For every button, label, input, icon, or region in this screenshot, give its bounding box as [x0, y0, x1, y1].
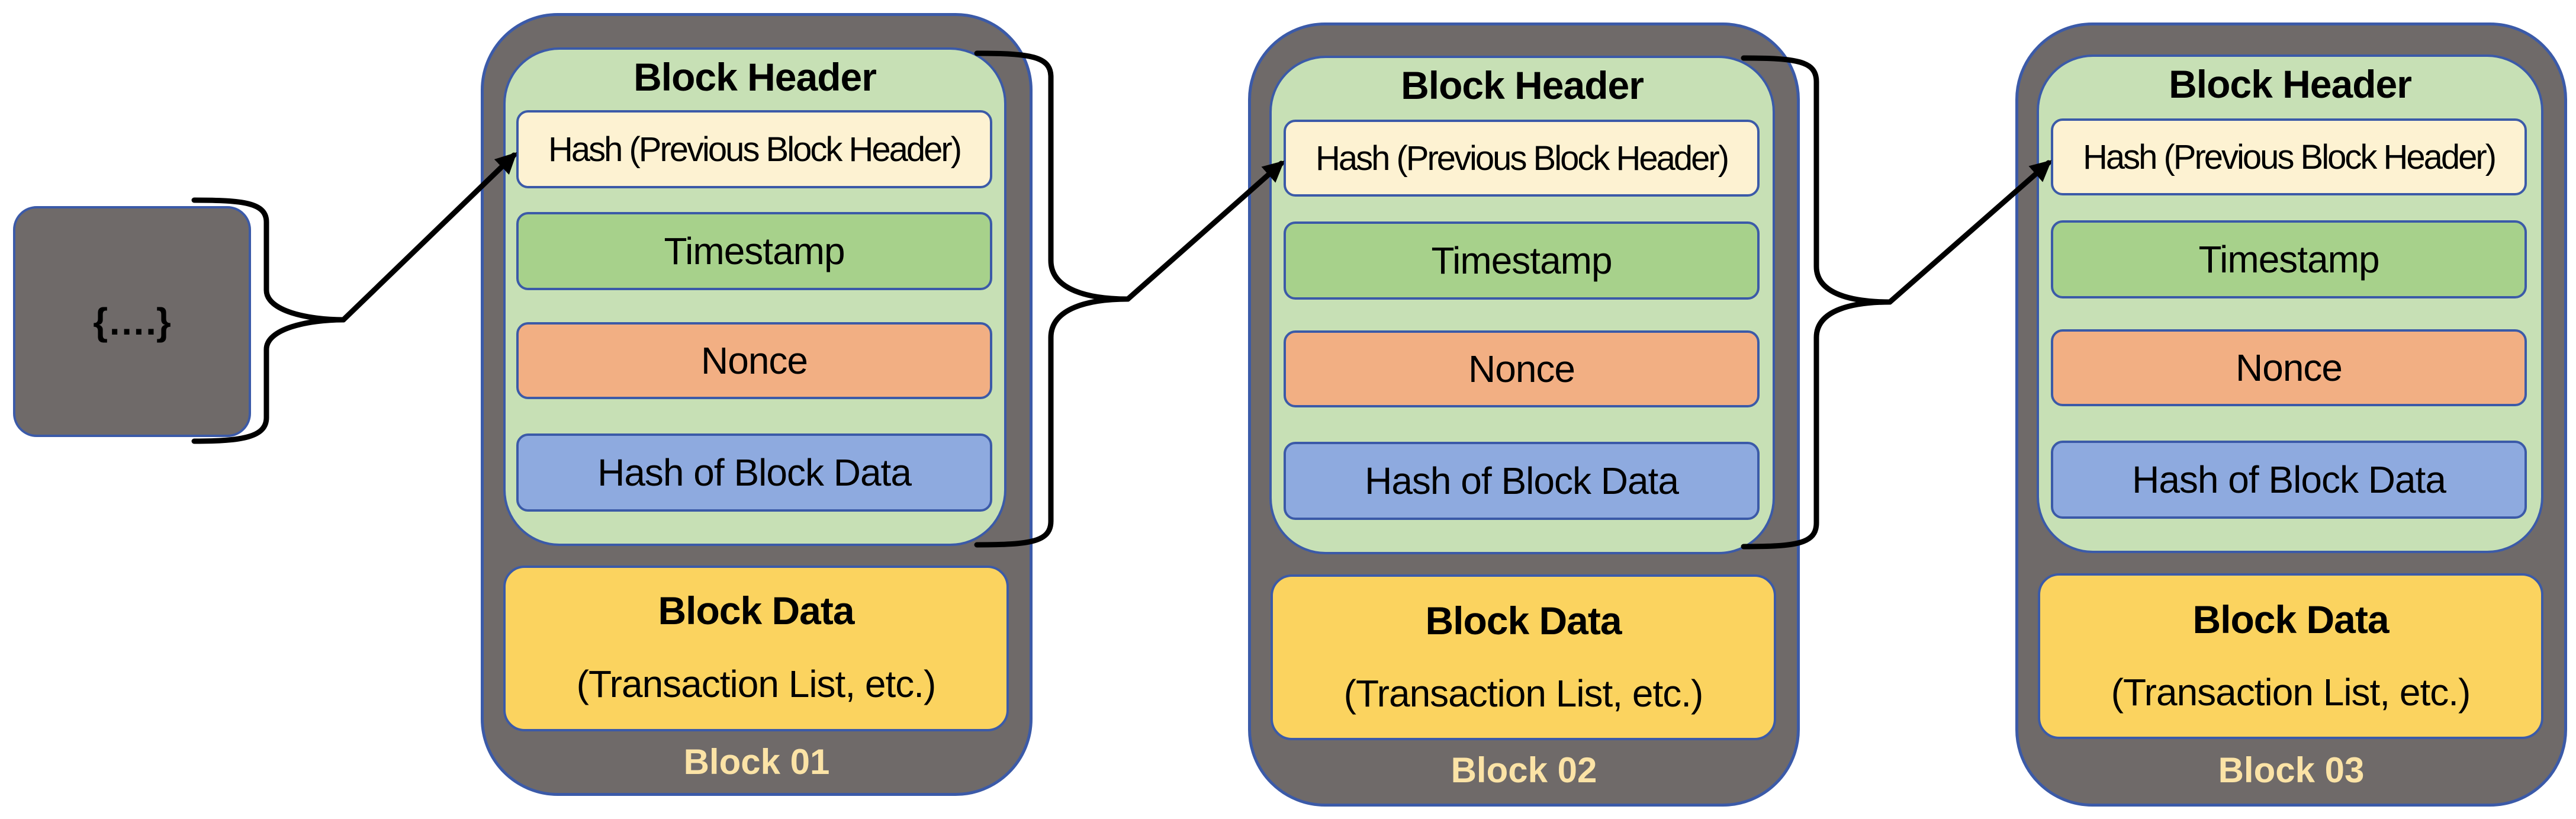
brace-block-02-header [1741, 55, 1893, 550]
block-01-data-hash-field: Hash of Block Data [516, 433, 992, 512]
block-03-header-title: Block Header [2169, 62, 2412, 106]
block-03-nonce-field: Nonce [2051, 329, 2527, 406]
block-02-data-box [1271, 574, 1776, 740]
brace-block-01-header [974, 50, 1131, 548]
block-02-prev-hash-field: Hash (Previous Block Header) [1284, 120, 1760, 197]
block-01-data-subtitle: (Transaction List, etc.) [576, 663, 937, 705]
block-03-timestamp-field: Timestamp [2051, 220, 2527, 298]
block-02-label: Block 02 [1451, 750, 1597, 790]
block-01-data-title: Block Data [658, 589, 854, 632]
arrow-to-block-03 [1887, 160, 2052, 305]
block-03-label: Block 03 [2218, 750, 2365, 790]
arrow-to-block-01 [340, 152, 517, 323]
block-02-nonce-field: Nonce [1284, 330, 1760, 407]
block-03-data-title: Block Data [2192, 598, 2389, 641]
block-02-data-subtitle: (Transaction List, etc.) [1343, 672, 1704, 715]
block-02-header-title: Block Header [1401, 63, 1644, 107]
block-02-timestamp-field: Timestamp [1284, 221, 1760, 300]
block-03-data-box [2038, 573, 2543, 739]
block-02-data-hash-field: Hash of Block Data [1284, 442, 1760, 520]
block-03-prev-hash-field: Hash (Previous Block Header) [2051, 118, 2527, 195]
block-03-data-hash-field: Hash of Block Data [2051, 441, 2527, 519]
block-03-data-subtitle: (Transaction List, etc.) [2111, 671, 2471, 714]
block-01-nonce-field: Nonce [516, 322, 992, 399]
block-01-prev-hash-field: Hash (Previous Block Header) [516, 110, 992, 188]
block-01-label: Block 01 [683, 742, 830, 782]
arrow-to-block-02 [1125, 160, 1285, 302]
block-01-header-title: Block Header [633, 55, 877, 99]
block-01-data-box [503, 566, 1009, 731]
block-01-timestamp-field: Timestamp [516, 212, 992, 290]
previous-block: {….} [13, 206, 251, 437]
brace-previous-block [191, 197, 346, 444]
block-02-data-title: Block Data [1425, 599, 1622, 643]
previous-block-label: {….} [93, 300, 171, 343]
